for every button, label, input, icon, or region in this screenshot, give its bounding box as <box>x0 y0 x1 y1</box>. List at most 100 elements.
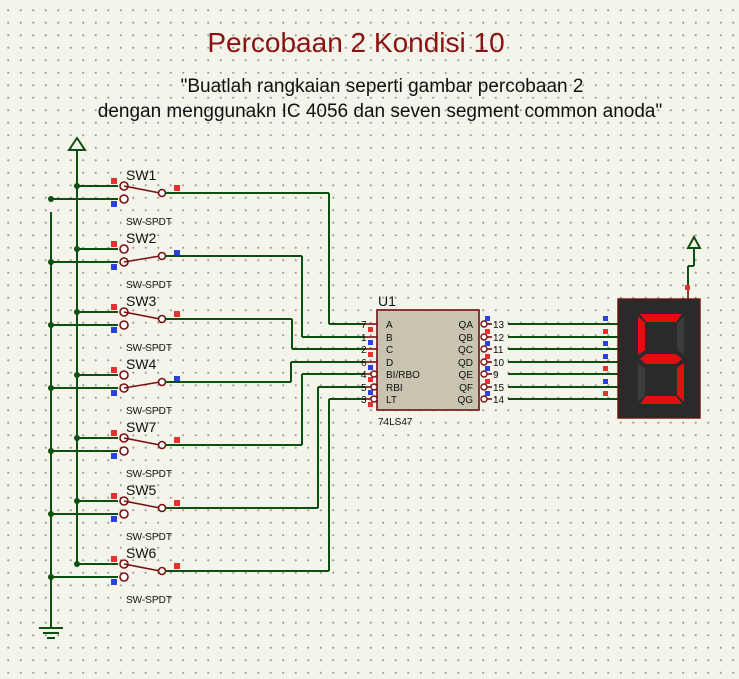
inversion-bubble <box>480 345 488 353</box>
pin-number: 3 <box>361 395 367 406</box>
segment-state-marker <box>603 366 608 371</box>
junction-dot <box>48 574 54 580</box>
switch-common <box>157 188 167 198</box>
pin-number: 15 <box>493 383 505 394</box>
pin-state-marker <box>485 391 490 396</box>
inversion-bubble <box>480 333 488 341</box>
switch-common <box>157 251 167 261</box>
digit-segments <box>638 314 684 404</box>
pin-name: BI/RBO <box>386 370 420 381</box>
junction-dot <box>48 322 54 328</box>
switch-type-label: SW-SPDT <box>126 406 172 417</box>
pin-number: 13 <box>493 320 505 331</box>
logic-low-marker <box>111 579 117 585</box>
switch-lever[interactable] <box>123 437 161 446</box>
pin-state-marker <box>368 340 373 345</box>
segment-a <box>640 314 682 322</box>
pin-name: C <box>386 345 393 356</box>
pin-state-marker <box>368 390 373 395</box>
pin-number: 10 <box>493 358 505 369</box>
switch-label: SW6 <box>126 545 157 561</box>
pin-name: RBI <box>386 383 403 394</box>
pin-name: QD <box>458 358 473 369</box>
switch-lever[interactable] <box>123 500 161 509</box>
logic-low-marker <box>111 390 117 396</box>
switch-contact <box>119 572 129 582</box>
switch-common <box>157 566 167 576</box>
junction-dot <box>74 498 80 504</box>
seven-segment-display[interactable] <box>617 234 702 419</box>
logic-low-marker <box>174 376 180 382</box>
instruction-line-1: "Buatlah rangkaian seperti gambar percob… <box>181 76 584 97</box>
segment-state-marker <box>603 391 608 396</box>
switch-type-label: SW-SPDT <box>126 532 172 543</box>
switch-type-label: SW-SPDT <box>126 595 172 606</box>
switch-bank: SW1SW-SPDTSW2SW-SPDTSW3SW-SPDTSW4SW-SPDT… <box>48 167 180 606</box>
pin-name: QG <box>457 395 473 406</box>
logic-high-marker <box>111 493 117 499</box>
junction-dot <box>74 309 80 315</box>
logic-high-marker <box>174 563 180 569</box>
segment-f <box>638 316 645 355</box>
logic-high-marker <box>111 556 117 562</box>
logic-low-marker <box>174 250 180 256</box>
switch-label: SW4 <box>126 356 157 372</box>
segment-state-marker <box>603 316 608 321</box>
switch-type-label: SW-SPDT <box>126 469 172 480</box>
switch-contact <box>119 244 129 254</box>
switch-lever[interactable] <box>123 185 161 194</box>
inversion-bubble <box>480 383 488 391</box>
switch-lever[interactable] <box>123 255 161 263</box>
logic-high-marker <box>111 430 117 436</box>
junction-dot <box>74 246 80 252</box>
pin-number: 12 <box>493 333 505 344</box>
pin-number: 2 <box>361 345 367 356</box>
switch-lever[interactable] <box>123 563 161 572</box>
power-terminal-icon <box>67 136 87 151</box>
logic-high-marker <box>111 304 117 310</box>
logic-high-marker <box>111 178 117 184</box>
segment-state-marker <box>603 354 608 359</box>
logic-high-marker <box>174 500 180 506</box>
junction-dot <box>48 448 54 454</box>
vcc-terminal-icon <box>686 234 702 249</box>
ground-icon <box>39 627 63 639</box>
pin-state-marker <box>368 365 373 370</box>
inversion-bubble <box>480 395 488 403</box>
switch-lever[interactable] <box>123 381 161 389</box>
logic-low-marker <box>111 201 117 207</box>
instruction-line-2: dengan menggunakn IC 4056 dan seven segm… <box>98 101 662 122</box>
junction-dot <box>48 385 54 391</box>
logic-low-marker <box>111 453 117 459</box>
ic-u1[interactable]: U1 74LS47 <box>376 293 480 428</box>
switch-common <box>157 314 167 324</box>
inversion-bubble <box>370 395 378 403</box>
switch-lever[interactable] <box>123 311 161 320</box>
inversion-bubble <box>480 370 488 378</box>
page-title: Percobaan 2 Kondisi 10 <box>207 27 504 58</box>
logic-low-marker <box>111 327 117 333</box>
logic-high-marker <box>111 367 117 373</box>
switch-type-label: SW-SPDT <box>126 280 172 291</box>
junction-dot <box>74 183 80 189</box>
pin-state-marker <box>485 329 490 334</box>
switch-contact <box>119 509 129 519</box>
logic-low-marker <box>111 516 117 522</box>
pin-number: 14 <box>493 395 505 406</box>
switch-type-label: SW-SPDT <box>126 217 172 228</box>
